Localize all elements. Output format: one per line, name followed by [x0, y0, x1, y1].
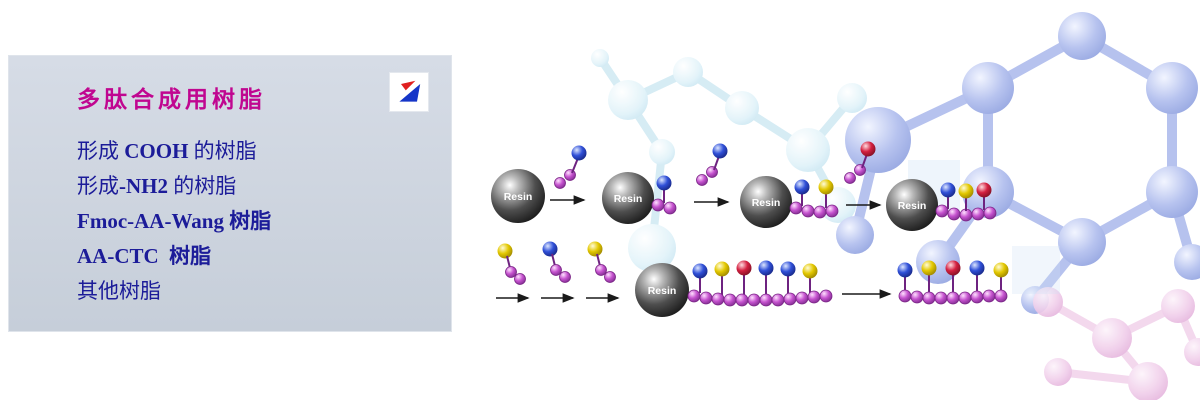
amino-acid-unit — [844, 141, 876, 184]
menu-item-4[interactable]: 其他树脂 — [77, 274, 451, 309]
menu-item-text: AA-CTC — [77, 244, 159, 268]
amino-acid-unit — [497, 243, 526, 285]
resin-label: Resin — [648, 285, 677, 297]
amino-acid-unit — [542, 241, 571, 283]
menu-item-0[interactable]: 形成 COOH 的树脂 — [77, 134, 451, 169]
menu-item-text: 树脂 — [158, 244, 212, 268]
logo-icon — [399, 80, 421, 102]
menu-item-text: 的树脂 — [168, 174, 237, 198]
menu-item-1[interactable]: 形成-NH2 的树脂 — [77, 169, 451, 204]
page-title: 多肽合成用树脂 — [77, 87, 266, 113]
cleaved-peptide-chain — [897, 260, 1009, 305]
menu-item-text: 其他树脂 — [77, 279, 161, 303]
background-molecule-blue — [836, 12, 1200, 314]
peptide-chain-on-resin — [687, 260, 833, 307]
amino-acid-unit — [696, 143, 728, 186]
resin-sphere-5: Resin — [635, 263, 689, 317]
resin-sphere-3: Resin — [740, 176, 839, 228]
resin-label: Resin — [898, 200, 927, 212]
reaction-row-2: Resin — [496, 241, 1009, 317]
reaction-row-1: Resin Resin Resin — [491, 141, 997, 231]
resin-label: Resin — [752, 197, 781, 209]
amino-acid-unit — [587, 241, 616, 283]
menu-item-3[interactable]: AA-CTC 树脂 — [77, 239, 451, 274]
menu-item-text: 形成 — [77, 139, 125, 163]
resin-sphere-1: Resin — [491, 169, 545, 223]
background-molecule-cyan — [591, 49, 867, 272]
menu-item-text: -NH2 — [119, 174, 168, 198]
resin-sphere-4: Resin — [886, 179, 997, 231]
menu-item-2[interactable]: Fmoc-AA-Wang 树脂 — [77, 204, 451, 239]
menu-item-text: 的树脂 — [188, 139, 257, 163]
resin-label: Resin — [504, 191, 533, 203]
amino-acid-unit — [554, 145, 587, 189]
company-logo — [389, 72, 429, 112]
menu-item-text: 树脂 — [223, 209, 272, 233]
background-molecule-pink — [1033, 287, 1200, 400]
menu-item-text: Fmoc-AA-Wang — [77, 209, 224, 233]
resin-sphere-2: Resin — [602, 172, 677, 224]
menu-item-text: 形成 — [77, 174, 119, 198]
resin-label: Resin — [614, 193, 643, 205]
menu-item-text: COOH — [124, 139, 189, 163]
